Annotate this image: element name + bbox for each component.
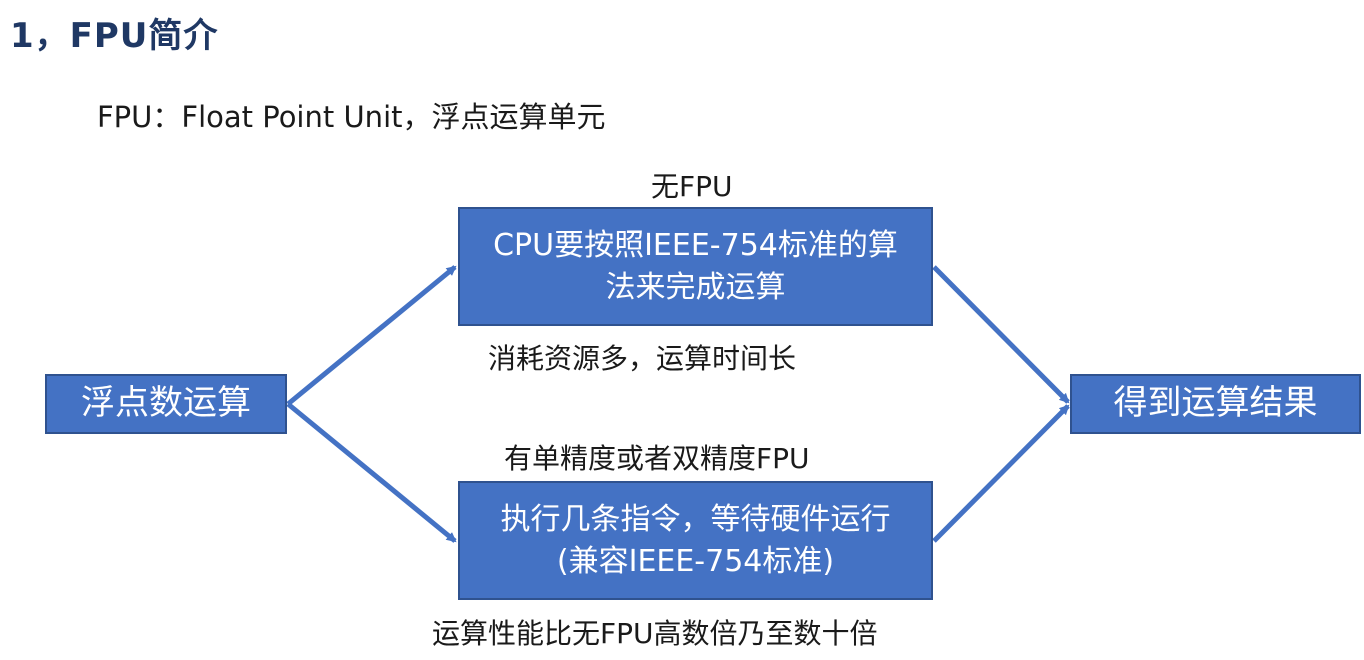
node-result-label: 得到运算结果 <box>1113 383 1318 424</box>
arrow-start-to-top <box>286 265 457 406</box>
label-has-fpu: 有单精度或者双精度FPU <box>504 442 810 475</box>
arrow-start-to-bottom <box>286 402 457 543</box>
node-hardware-fpu: 执行几条指令，等待硬件运行 (兼容IEEE-754标准) <box>458 481 933 600</box>
label-cost-high: 消耗资源多，运算时间长 <box>488 342 797 375</box>
label-performance: 运算性能比无FPU高数倍乃至数十倍 <box>432 617 878 650</box>
fpu-definition: FPU：Float Point Unit，浮点运算单元 <box>97 100 606 134</box>
node-hardware-line-1: 执行几条指令，等待硬件运行 <box>500 501 891 537</box>
arrow-bottom-to-result <box>932 404 1070 543</box>
label-no-fpu: 无FPU <box>651 170 733 203</box>
node-software-line-1: CPU要按照IEEE-754标准的算 <box>493 227 898 263</box>
arrow-top-to-result <box>932 265 1070 404</box>
node-software-ieee754: CPU要按照IEEE-754标准的算 法来完成运算 <box>458 207 933 326</box>
node-software-line-2: 法来完成运算 <box>605 269 786 305</box>
node-result: 得到运算结果 <box>1070 374 1361 434</box>
node-hardware-line-2: (兼容IEEE-754标准) <box>556 543 835 579</box>
node-float-operation-label: 浮点数运算 <box>81 383 251 424</box>
node-float-operation: 浮点数运算 <box>45 374 287 434</box>
page-title: 1，FPU简介 <box>10 16 219 56</box>
